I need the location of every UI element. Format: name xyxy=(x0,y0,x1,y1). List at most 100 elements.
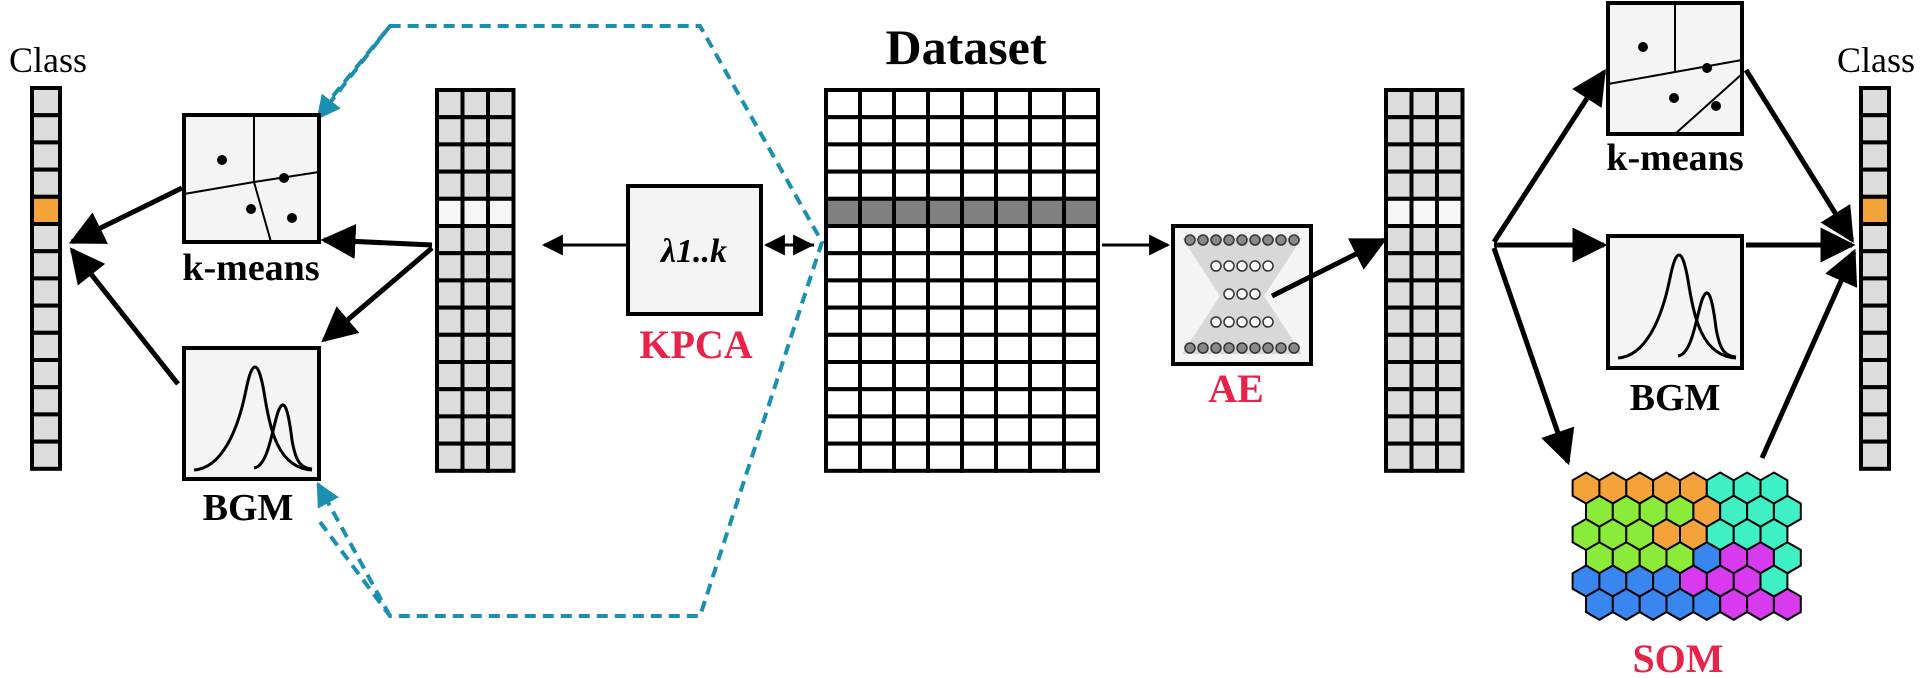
som-hex-cell xyxy=(1692,587,1722,621)
dataset-cell xyxy=(824,414,862,446)
dataset-cell xyxy=(960,169,998,201)
dataset-cell xyxy=(994,224,1032,256)
arrow-right-kmeans-to-class xyxy=(1743,68,1855,243)
matrix-cell xyxy=(1384,414,1414,446)
matrix-cell-selected xyxy=(460,196,490,229)
dataset-cell xyxy=(892,387,930,419)
som-hex-grid xyxy=(1571,471,1802,621)
dataset-cell xyxy=(858,414,896,446)
ae-neuron xyxy=(1262,316,1274,328)
ae-neuron xyxy=(1223,316,1235,328)
kmeans-centroid-dot xyxy=(1702,63,1712,73)
dataset-cell xyxy=(824,332,862,364)
dataset-cell xyxy=(1028,115,1066,147)
ae-neuron xyxy=(1223,342,1235,354)
dataset-cell xyxy=(926,305,964,337)
dataset-cell xyxy=(926,251,964,283)
matrix-cell xyxy=(435,441,465,473)
dataset-cell xyxy=(824,224,862,256)
ae-neuron xyxy=(1223,234,1235,246)
dataset-cell-highlight xyxy=(994,196,1032,229)
matrix-cell xyxy=(1435,115,1465,147)
dataset-cell xyxy=(824,360,862,392)
matrix-cell xyxy=(1384,251,1414,283)
dataset-cell xyxy=(858,360,896,392)
dataset-cell-highlight xyxy=(960,196,998,229)
matrix-cell xyxy=(486,278,516,310)
som-hex-cell xyxy=(1665,587,1695,621)
dataset-cell xyxy=(858,142,896,174)
matrix-cell xyxy=(1409,115,1439,147)
left-bgm-label: BGM xyxy=(203,487,294,529)
class-cell xyxy=(30,358,62,390)
som-label: SOM xyxy=(1632,636,1723,678)
matrix-cell xyxy=(1384,115,1414,147)
matrix-cell xyxy=(435,142,465,174)
matrix-cell xyxy=(435,251,465,283)
matrix-cell xyxy=(1384,441,1414,473)
class-cell xyxy=(1859,113,1891,145)
class-cell xyxy=(1859,167,1891,199)
dataset-grid xyxy=(824,88,1100,473)
matrix-cell-selected xyxy=(486,196,516,229)
dataset-cell xyxy=(926,142,964,174)
dataset-cell-highlight xyxy=(892,196,930,229)
dataset-cell xyxy=(892,88,930,120)
ae-method-label: AE xyxy=(1208,366,1264,411)
dataset-cell xyxy=(926,387,964,419)
ae-neuron xyxy=(1210,316,1222,328)
som-hex-cell xyxy=(1746,587,1775,621)
dataset-cell xyxy=(994,387,1032,419)
dataset-cell xyxy=(994,360,1032,392)
dataset-cell xyxy=(892,278,930,310)
left-bgm-box xyxy=(182,346,321,481)
matrix-cell xyxy=(1384,332,1414,364)
dataset-cell xyxy=(1028,387,1066,419)
matrix-cell xyxy=(486,88,516,120)
matrix-cell xyxy=(435,115,465,147)
dataset-cell xyxy=(1028,88,1066,120)
dataset-cell-highlight xyxy=(824,196,862,229)
matrix-cell xyxy=(1409,224,1439,256)
dataset-cell xyxy=(824,169,862,201)
ae-box xyxy=(1171,224,1313,366)
matrix-cell xyxy=(1409,169,1439,201)
matrix-cell xyxy=(460,224,490,256)
class-cell xyxy=(30,303,62,335)
ae-neuron xyxy=(1236,260,1248,272)
lambda-label: λ1..k xyxy=(659,233,727,270)
ae-neuron xyxy=(1249,342,1261,354)
kpca-method-label: KPCA xyxy=(639,322,752,367)
matrix-cell xyxy=(486,414,516,446)
matrix-cell xyxy=(1435,305,1465,337)
ae-neuron xyxy=(1223,288,1235,300)
matrix-cell xyxy=(1384,169,1414,201)
dataset-cell-highlight xyxy=(858,196,896,229)
matrix-cell xyxy=(460,414,490,446)
ae-neuron xyxy=(1236,316,1248,328)
dataset-cell xyxy=(892,115,930,147)
dataset-cell xyxy=(824,251,862,283)
som-hex-cell xyxy=(1772,587,1802,621)
dataset-cell xyxy=(824,142,862,174)
arrows xyxy=(68,68,1858,466)
dataset-cell xyxy=(892,332,930,364)
kmeans-centroid-dot xyxy=(279,173,289,183)
ae-neuron xyxy=(1210,342,1222,354)
matrix-cell xyxy=(1435,332,1465,364)
som-hex-cell xyxy=(1719,587,1749,621)
dataset-cell xyxy=(960,441,998,473)
matrix-cell xyxy=(460,441,490,473)
matrix-cell xyxy=(1435,169,1465,201)
dataset-cell xyxy=(892,441,930,473)
arrow-ae-to-matrix xyxy=(1270,237,1388,299)
matrix-cell xyxy=(1435,142,1465,174)
class-cell xyxy=(1859,358,1891,390)
dataset-cell xyxy=(994,414,1032,446)
class-cell xyxy=(1859,249,1891,281)
dataset-cell xyxy=(1062,224,1100,256)
dataset-cell xyxy=(824,115,862,147)
dataset-cell xyxy=(926,360,964,392)
class-cell-highlight xyxy=(30,194,62,227)
